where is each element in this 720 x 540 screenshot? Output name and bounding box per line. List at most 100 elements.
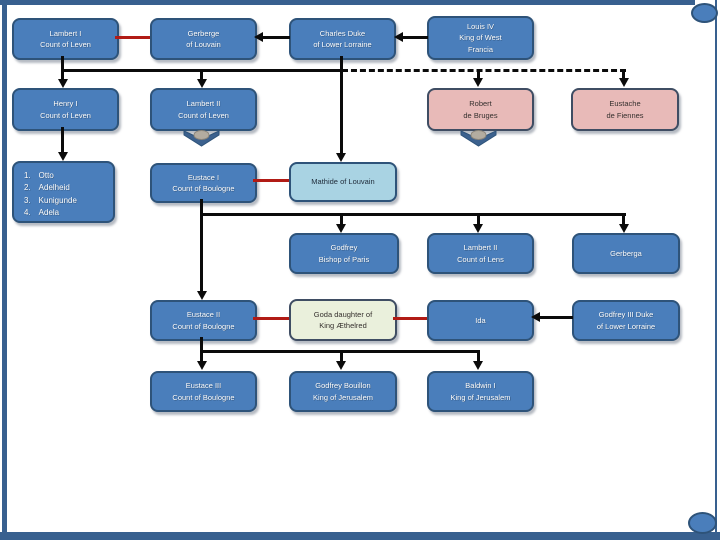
arrowhead-down-icon: [336, 153, 346, 162]
node-label: Henry I Count of Leven: [40, 99, 91, 120]
tree-node-lambert-ii-leven: Lambert II Count of Leven: [150, 88, 257, 131]
node-label: Eustace III Count of Boulogne: [172, 381, 235, 402]
descent-line-to-lambert2-lens: [477, 213, 480, 225]
list-item-name: Adela: [38, 208, 60, 218]
list-item-name: Adelheid: [38, 183, 70, 193]
node-label: Gerberga: [610, 248, 642, 258]
node-label: Lambert I Count of Leven: [40, 28, 91, 49]
arrowhead-down-icon: [197, 361, 207, 370]
tree-node-louis-iv: Louis IV King of West Francia: [427, 16, 534, 60]
descent-line: [200, 337, 203, 352]
descent-line-to-gerberga: [622, 213, 625, 225]
arrow-line-godfrey3-to-ida: [540, 316, 573, 319]
arrowhead-down-icon: [336, 224, 346, 233]
node-label: Lambert II Count of Leven: [178, 99, 229, 120]
dashed-line-charles-descendants: [342, 69, 626, 72]
frame-top-bar: [0, 0, 695, 5]
node-label: Mathide of Louvain: [311, 177, 375, 187]
tree-node-eustace-ii: Eustace II Count of Boulogne: [150, 300, 257, 341]
tree-node-eustace-i: Eustace I Count of Boulogne: [150, 163, 257, 203]
arrowhead-down-icon: [473, 224, 483, 233]
node-label: Ida: [475, 315, 486, 325]
tree-node-goda: Goda daughter of King Æthelred: [289, 299, 397, 341]
tree-node-charles-duke: Charles Duke of Lower Lorraine: [289, 18, 396, 60]
arrowhead-left-icon: [531, 312, 540, 322]
arrowhead-down-icon: [58, 152, 68, 161]
oval-shape-top-right: [691, 3, 718, 23]
tree-node-lambert-ii-lens: Lambert II Count of Lens: [427, 233, 534, 274]
node-label: Robert de Bruges: [463, 99, 498, 120]
arrow-line-louis-to-charles: [403, 36, 428, 39]
descent-line-to-henry: [61, 69, 64, 81]
list-item-number: 4.: [24, 208, 31, 218]
tree-node-ida: Ida: [427, 300, 534, 341]
tree-node-mathide: Mathide of Louvain: [289, 162, 397, 202]
tree-node-baldwin-i: Baldwin I King of Jerusalem: [427, 371, 534, 412]
sibling-line-row4: [200, 213, 626, 216]
descent-line-to-baldwin: [477, 350, 480, 363]
descent-line-eustace1-to-eustace2: [200, 199, 203, 292]
tree-node-henry-i: Henry I Count of Leven: [12, 88, 119, 131]
tree-node-eustace-iii: Eustace III Count of Boulogne: [150, 371, 257, 412]
dashed-descent-to-eustache: [622, 69, 625, 79]
arrowhead-down-icon: [619, 78, 629, 87]
arrowhead-down-icon: [336, 361, 346, 370]
descent-line-to-godfrey-bouillon: [340, 350, 343, 363]
list-item: 3. Kunigunde: [24, 195, 77, 207]
marriage-line-eustace1-mathide: [253, 179, 289, 182]
oval-shape-bottom-right: [688, 512, 717, 534]
arrowhead-down-icon: [197, 291, 207, 300]
node-label: Gerberge of Louvain: [186, 28, 221, 49]
list-item: 1. Otto: [24, 170, 54, 182]
marriage-line-lambert1-gerberge: [115, 36, 150, 39]
list-item-name: Otto: [38, 171, 54, 180]
frame-left-bar: [2, 0, 7, 533]
node-label: Baldwin I King of Jerusalem: [450, 381, 511, 402]
tree-node-lambert-i: Lambert I Count of Leven: [12, 18, 119, 60]
node-label: Goda daughter of King Æthelred: [313, 309, 373, 330]
tree-node-gerberge: Gerberge of Louvain: [150, 18, 257, 60]
list-item: 4. Adela: [24, 207, 59, 219]
generation-chevron-icon: [183, 130, 220, 147]
arrowhead-down-icon: [197, 79, 207, 88]
tree-node-robert-de-bruges: Robert de Bruges: [427, 88, 534, 131]
arrowhead-down-icon: [473, 361, 483, 370]
children-list-box: 1. Otto 2. Adelheid 3. Kunigunde 4. Adela: [12, 161, 115, 223]
sibling-line-row6: [200, 350, 479, 353]
tree-node-eustache-de-fiennes: Eustache de Fiennes: [571, 88, 679, 131]
tree-node-godfrey-bishop: Godfrey Bishop of Paris: [289, 233, 399, 274]
list-item: 2. Adelheid: [24, 182, 70, 194]
arrowhead-down-icon: [619, 224, 629, 233]
tree-node-godfrey-bouillon: Godfrey Bouillon King of Jerusalem: [289, 371, 397, 412]
marriage-line-goda-ida: [393, 317, 427, 320]
arrowhead-left-icon: [394, 32, 403, 42]
descent-line-to-godfrey-bishop: [340, 213, 343, 225]
dashed-descent-to-robert: [477, 69, 480, 79]
arrowhead-down-icon: [473, 78, 483, 87]
frame-bottom-bar: [0, 532, 720, 540]
descent-line-charles-to-mathide: [340, 56, 343, 154]
node-label: Louis IV King of West Francia: [459, 22, 502, 54]
node-label: Eustache de Fiennes: [606, 99, 644, 120]
node-label: Godfrey III Duke of Lower Lorraine: [596, 310, 656, 331]
arrowhead-left-icon: [254, 32, 263, 42]
arrow-line-charles-to-gerberge: [263, 36, 290, 39]
descent-line-to-eustace3: [200, 350, 203, 363]
frame-right-line: [715, 0, 717, 532]
descent-line: [61, 56, 64, 72]
list-item-number: 1.: [24, 171, 31, 180]
node-label: Charles Duke of Lower Lorraine: [313, 28, 372, 49]
node-label: Lambert II Count of Lens: [457, 243, 504, 264]
list-item-name: Kunigunde: [38, 195, 77, 205]
node-label: Godfrey Bouillon King of Jerusalem: [312, 381, 374, 402]
descent-line-henry-to-list: [61, 127, 64, 153]
generation-chevron-icon: [460, 130, 497, 147]
descent-line-to-lambert2: [200, 69, 203, 81]
list-item-number: 2.: [24, 183, 31, 193]
node-label: Godfrey Bishop of Paris: [318, 243, 370, 264]
tree-node-godfrey-iii: Godfrey III Duke of Lower Lorraine: [572, 300, 680, 341]
node-label: Eustace II Count of Boulogne: [172, 310, 235, 331]
arrowhead-down-icon: [58, 79, 68, 88]
tree-node-gerberga: Gerberga: [572, 233, 680, 274]
list-item-number: 3.: [24, 195, 31, 205]
